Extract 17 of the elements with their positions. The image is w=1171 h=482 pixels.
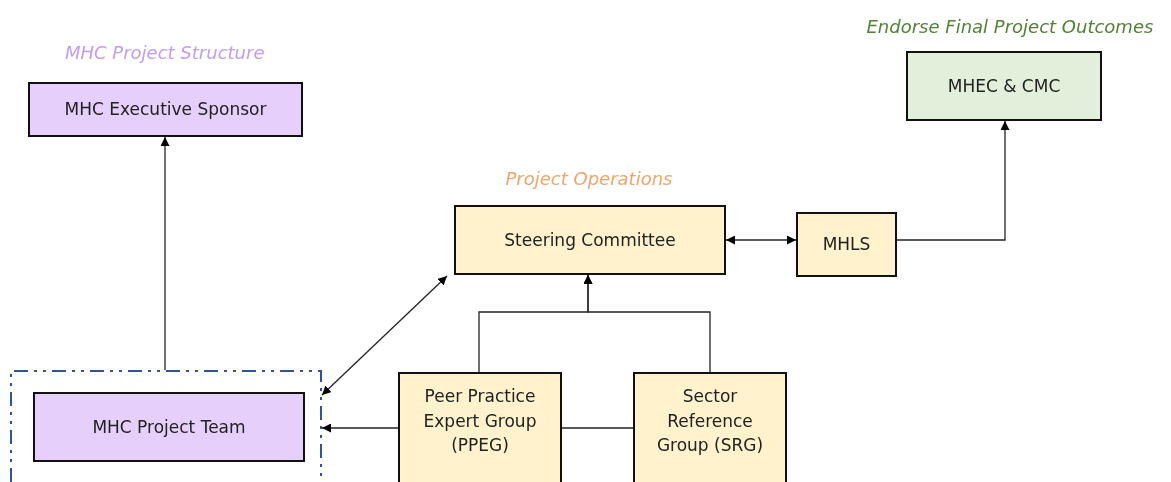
group-heading: MHC Project Structure [65,41,265,63]
process-box: MHC Project Team [33,392,305,462]
group-heading: Endorse Final Project Outcomes [866,15,1154,37]
process-box: Steering Committee [454,205,726,275]
process-box: Sector Reference Group (SRG) [633,372,787,482]
connector-line [561,427,634,429]
arrow [160,136,170,371]
arrow [321,275,448,396]
arrow [725,235,797,245]
arrow [321,423,399,433]
sponsor-box: MHC Executive Sponsor [28,82,303,137]
process-box: MHEC & CMC [906,51,1102,121]
arrow [896,120,1010,241]
group-heading: Project Operations [505,167,673,189]
process-box: Peer Practice Expert Group (PPEG) [398,372,562,482]
process-box: MHLS [796,212,897,277]
arrow [583,274,711,373]
